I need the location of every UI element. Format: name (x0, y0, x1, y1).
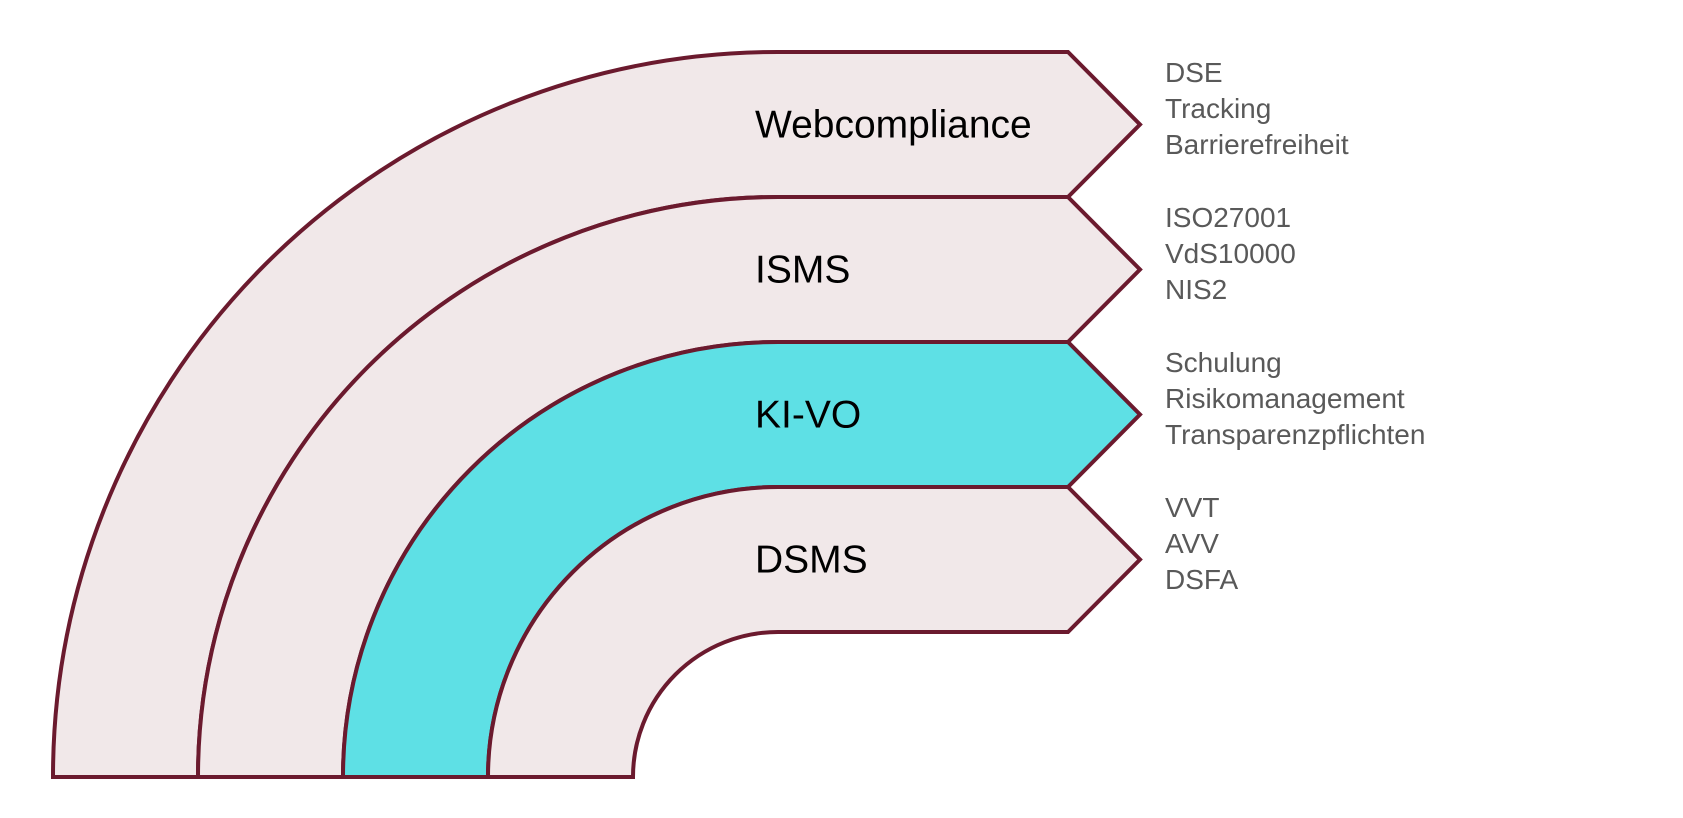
band-dsms-item: AVV (1165, 528, 1219, 559)
band-webcompliance-item: Tracking (1165, 93, 1271, 124)
band-dsms-label: DSMS (755, 539, 868, 582)
band-webcompliance-item: DSE (1165, 57, 1223, 88)
band-webcompliance-label: Webcompliance (755, 104, 1032, 147)
band-dsms-item: DSFA (1165, 564, 1238, 595)
band-ki-vo-item: Risikomanagement (1165, 383, 1405, 414)
band-webcompliance-item: Barrierefreiheit (1165, 129, 1349, 160)
band-isms-item: ISO27001 (1165, 202, 1291, 233)
band-isms-item: VdS10000 (1165, 238, 1296, 269)
band-ki-vo-item: Schulung (1165, 347, 1282, 378)
band-dsms-shape (485, 485, 1143, 779)
band-ki-vo-item: Transparenzpflichten (1165, 419, 1425, 450)
band-isms-item: NIS2 (1165, 274, 1227, 305)
band-ki-vo-label: KI-VO (755, 394, 861, 437)
band-dsms-item: VVT (1165, 492, 1219, 523)
band-isms-label: ISMS (755, 249, 850, 292)
